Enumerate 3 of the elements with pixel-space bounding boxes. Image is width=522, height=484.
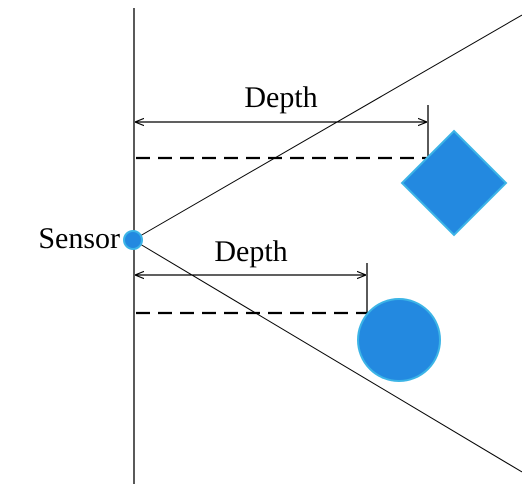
- dimension-label: Depth: [214, 235, 288, 269]
- dimension-label: Depth: [244, 81, 318, 115]
- sensor-label: Sensor: [38, 222, 120, 256]
